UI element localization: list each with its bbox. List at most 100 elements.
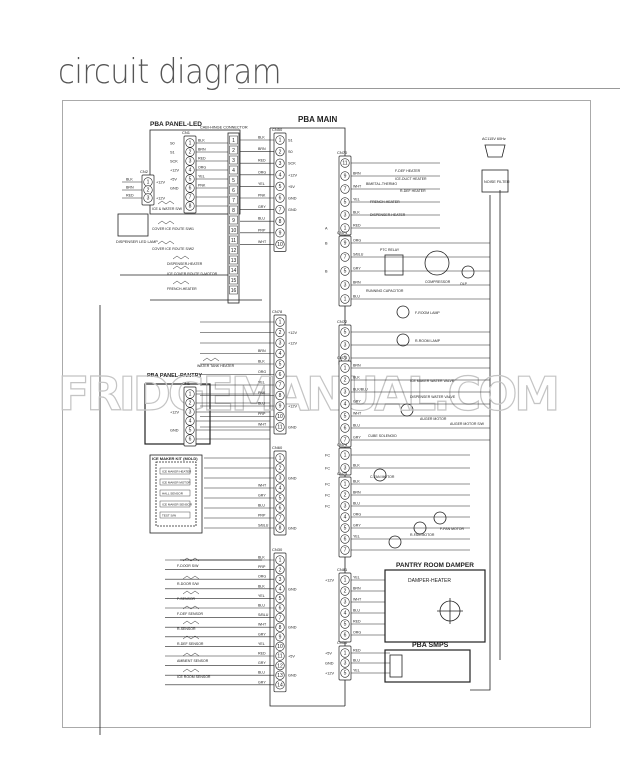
load-label: OLP <box>460 282 468 286</box>
wire-color-label: BLU <box>353 609 360 613</box>
pin-signal-label: B <box>325 242 328 246</box>
pin-signal-label: FC <box>325 467 330 471</box>
wire-color-label: BLK <box>258 584 265 588</box>
pin-number: 6 <box>344 633 347 639</box>
wire-color-label: RED <box>198 157 206 161</box>
connector-pin <box>275 473 285 483</box>
pba-panel-led-label: PBA PANEL-LED <box>150 121 202 128</box>
hinge-pin <box>229 155 238 165</box>
wire-color-label: GRY <box>353 436 361 440</box>
pin-number: 8 <box>189 204 192 210</box>
pin-signal-label: FC <box>325 494 330 498</box>
hinge-pin-number: 11 <box>231 238 236 244</box>
pin-number: 6 <box>344 537 347 543</box>
connector-pin <box>275 660 285 671</box>
pin-number: 10 <box>277 242 283 248</box>
pin-number: 2 <box>147 188 150 194</box>
pin-signal-label: +12V <box>170 411 179 415</box>
connector-label: CN74 <box>337 442 348 447</box>
pin-signal-label: A <box>325 227 328 231</box>
connector-pin <box>185 416 195 426</box>
pin-number: 7 <box>344 187 347 193</box>
wire-color-label: BRN <box>353 587 361 591</box>
load-label: DISPENSER WATER VALVE <box>410 395 456 399</box>
dispenser-led-lamp-label: DISPENSER LED LAMP <box>116 240 158 244</box>
load-label: R-DEF SENSOR <box>177 642 204 646</box>
pin-number: 11 <box>277 425 282 431</box>
pin-signal-label: +5V <box>288 185 295 189</box>
connector-pin <box>185 425 195 435</box>
pin-number: 1 <box>344 366 347 372</box>
pin-number: 6 <box>279 606 282 612</box>
pin-number: 4 <box>189 168 192 174</box>
connector-pin <box>275 239 285 249</box>
ice-maker-part-label: ICE MAKER HEATER <box>162 470 192 474</box>
connector-pin <box>340 411 350 421</box>
wire-color-label: PRP <box>258 565 266 569</box>
ice-maker-part <box>159 511 191 519</box>
connector-pin <box>340 387 350 397</box>
pin-number: 5 <box>279 184 282 190</box>
wire-color-label: ORG <box>353 631 361 635</box>
connector-pin <box>275 523 285 533</box>
wire-color-label: PNK <box>258 391 266 395</box>
connector-label: CN2 <box>140 169 149 174</box>
pin-signal-label: +5V <box>288 655 295 659</box>
connector-pin <box>340 340 350 350</box>
wire-color-label: BLK <box>198 139 205 143</box>
wire-color-label: GRY <box>353 267 361 271</box>
load-symbol <box>182 557 200 562</box>
pin-number: 5 <box>279 496 282 502</box>
connector-pin <box>275 411 285 422</box>
connector-pin <box>340 648 350 658</box>
hinge-pin <box>229 175 238 185</box>
connector-pin <box>340 597 350 607</box>
hinge-pin-number: 15 <box>231 278 237 284</box>
connector-pin <box>275 483 285 493</box>
connector-pin <box>275 622 285 632</box>
wire-color-label: BLK <box>353 211 360 215</box>
pin-number: 3 <box>344 600 347 606</box>
wire-color-label: ORG <box>258 575 266 579</box>
pin-number: 2 <box>279 567 282 573</box>
connector-pin <box>340 435 350 445</box>
hinge-pin-number: 16 <box>231 288 237 294</box>
load-label: F-DEF HEATER <box>395 169 421 173</box>
wire-color-label: YEL <box>353 535 360 539</box>
ice-maker-part <box>159 489 191 497</box>
connector-pin <box>275 181 285 191</box>
wire-color-label: YEL <box>353 576 360 580</box>
title-divider <box>238 88 620 89</box>
pin-number: 3 <box>189 410 192 416</box>
pin-number: 11 <box>277 654 282 660</box>
hinge-pin <box>229 235 238 245</box>
pin-signal-label: GND <box>288 477 297 481</box>
connector-pin <box>340 294 350 304</box>
connector-pin <box>185 165 195 175</box>
wire-color-label: BLK <box>258 136 265 140</box>
pin-number: 5 <box>279 362 282 368</box>
pin-number: 4 <box>279 351 282 357</box>
wire-color-label: BLU <box>353 659 360 663</box>
page-title: circuit diagram <box>58 52 282 92</box>
hinge-pin-number: 3 <box>232 158 235 164</box>
load-label: F-SENSOR <box>177 597 196 601</box>
pin-signal-label: GND <box>288 587 297 591</box>
pin-number: 6 <box>279 196 282 202</box>
pin-number: 14 <box>277 683 283 689</box>
hinge-pin <box>229 265 238 275</box>
ice-maker-inner-box <box>155 461 197 527</box>
pin-number: 7 <box>344 255 347 261</box>
pin-number: 1 <box>147 180 150 186</box>
connector-pin <box>185 156 195 166</box>
wire-color-label: YEL <box>198 175 205 179</box>
connector-pin <box>340 501 350 511</box>
load-label: CUBE SOLENOID <box>368 434 397 438</box>
connector-pin <box>340 399 350 409</box>
load-symbol <box>182 668 200 673</box>
connector-label: CN73 <box>337 355 348 360</box>
pin-number: 5 <box>189 428 192 434</box>
wire-color-label: RED <box>258 652 266 656</box>
wire-color-label: PNK <box>198 184 206 188</box>
connector-pin <box>340 171 350 181</box>
